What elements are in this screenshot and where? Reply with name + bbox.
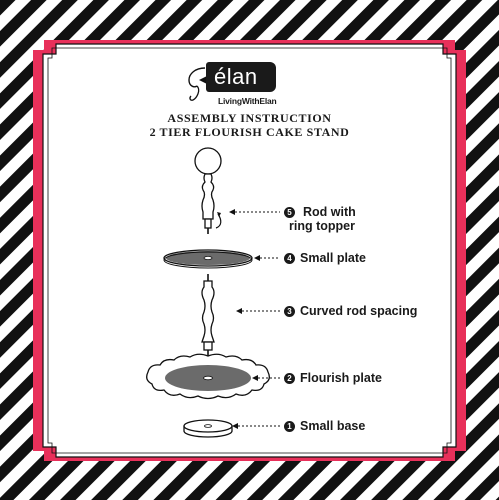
logo-box: élan (206, 62, 276, 92)
curved-rod-spacing (201, 274, 215, 356)
brand-tagline: LivingWithElan (218, 96, 277, 106)
step-badge-3: 3 (284, 306, 295, 317)
rotate-arrow-icon (215, 213, 222, 229)
step-label-rod-with-ring-topper-line2: ring topper (289, 219, 355, 233)
step-badge-4: 4 (284, 253, 295, 264)
step-label-curved-rod-spacing: Curved rod spacing (300, 304, 418, 318)
step-label-rod-with-ring-topper: Rod with (303, 205, 356, 219)
step-badge-2: 2 (284, 373, 295, 384)
flourish-plate (146, 353, 270, 400)
small-plate (163, 249, 253, 269)
small-base (183, 419, 233, 438)
rod-with-ring-topper (194, 147, 222, 234)
step-label-small-base: Small base (300, 419, 366, 433)
step-badge-1: 1 (284, 421, 295, 432)
leader-arrows (229, 209, 280, 429)
inner-panel (42, 43, 457, 458)
step-label-small-plate: Small plate (300, 251, 366, 265)
step-badge-5: 5 (284, 207, 295, 218)
title-line-1: ASSEMBLY INSTRUCTION (167, 111, 332, 125)
elan-logo-icon (188, 67, 207, 101)
step-label-flourish-plate: Flourish plate (300, 371, 382, 385)
title-line-2: 2 TIER FLOURISH CAKE STAND (149, 125, 350, 139)
logo-text: élan (214, 64, 258, 89)
